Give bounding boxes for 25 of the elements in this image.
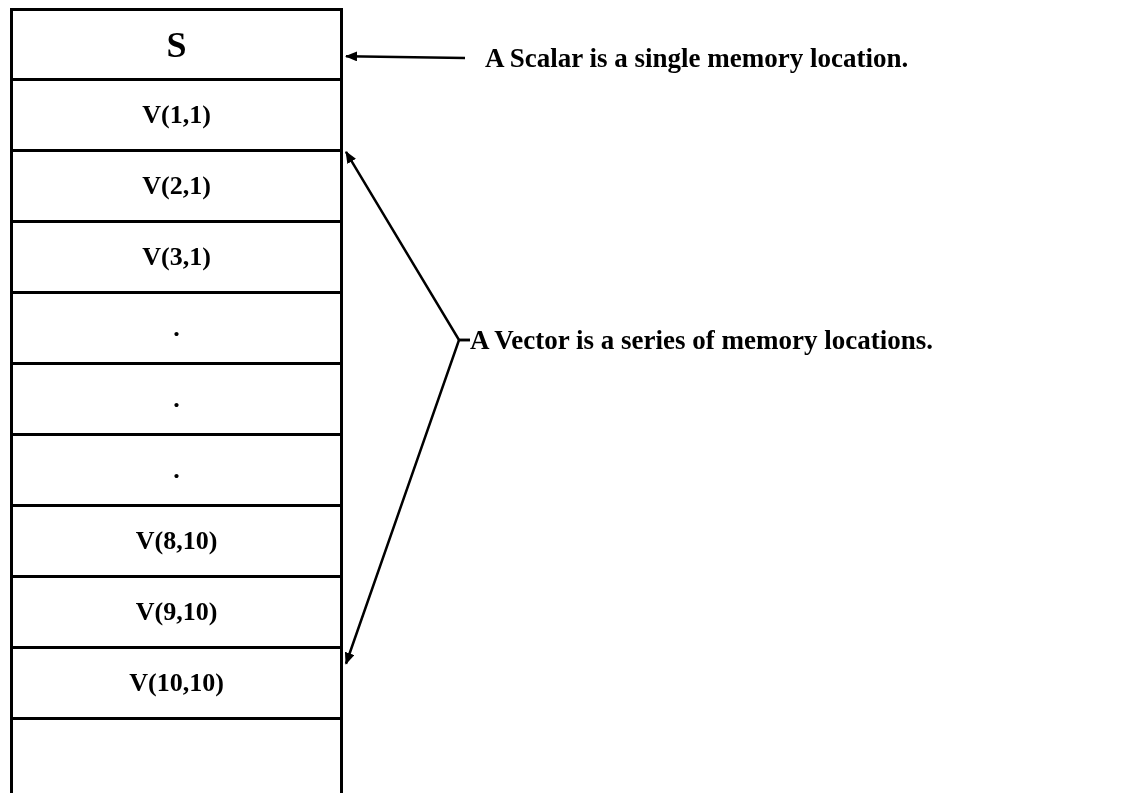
cell-label: V(8,10): [135, 526, 218, 556]
cell-label: .: [173, 313, 180, 343]
annotation-text: A Scalar is a single memory location.: [485, 38, 909, 78]
cell-label: V(2,1): [142, 171, 211, 201]
memory-cell: [10, 220, 343, 294]
cell-label: V(9,10): [135, 597, 218, 627]
memory-cell: [10, 8, 343, 81]
memory-cell: [10, 504, 343, 578]
cell-label: S: [166, 23, 187, 66]
cell-label: .: [173, 384, 180, 414]
annotation-text: A Vector is a series of memory locations.: [470, 320, 933, 360]
memory-cell: [10, 149, 343, 223]
cell-label: V(1,1): [142, 100, 211, 130]
memory-cell: [10, 575, 343, 649]
empty-memory-cell: [10, 717, 343, 793]
memory-cell: [10, 291, 343, 365]
arrow: [344, 338, 470, 665]
cell-label: V(10,10): [129, 668, 224, 698]
memory-cell: [10, 78, 343, 152]
arrow: [345, 51, 466, 62]
memory-cell: [10, 433, 343, 507]
cell-label: V(3,1): [142, 242, 211, 272]
cell-label: .: [173, 455, 180, 485]
memory-cell: [10, 362, 343, 436]
memory-cell: [10, 646, 343, 720]
